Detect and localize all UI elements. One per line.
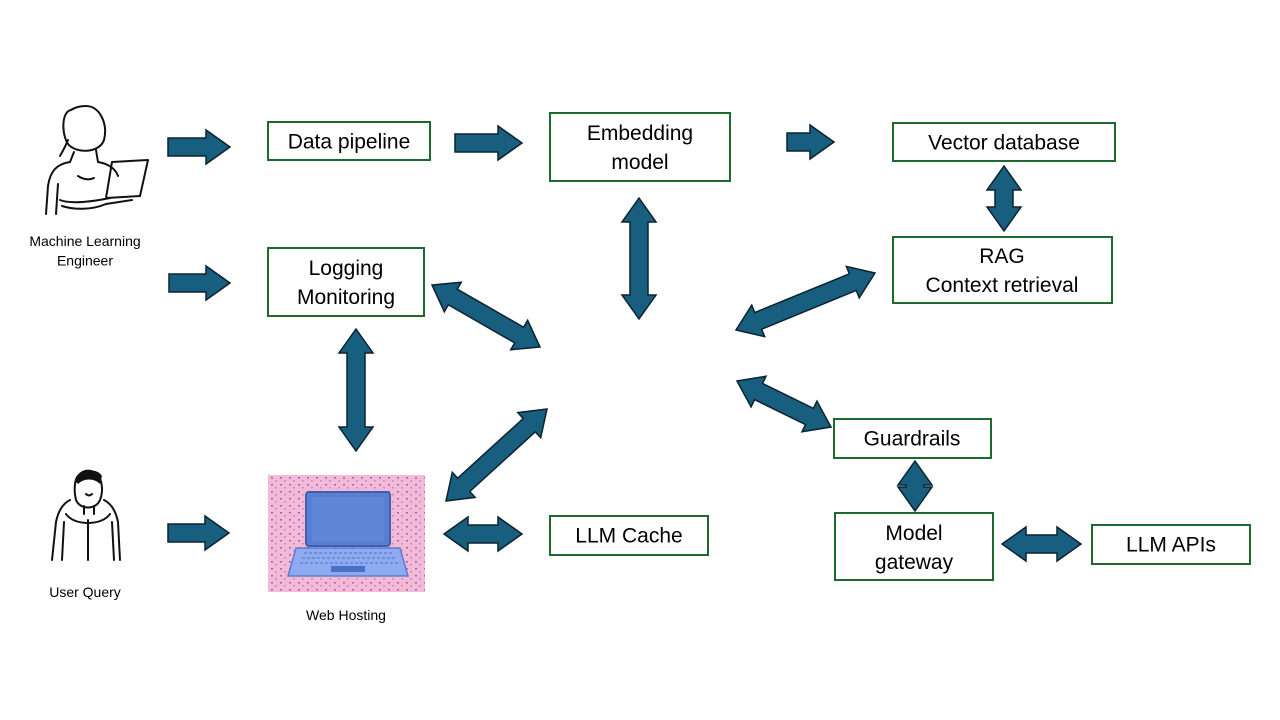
llm-cache-node: LLM Cache	[549, 515, 709, 556]
ml-engineer-icon	[45, 105, 149, 215]
arrow-rag-orchestration	[734, 265, 877, 338]
arrow-engineer-to-data-pipeline	[167, 128, 232, 166]
vector-database-label: Vector database	[928, 131, 1080, 154]
vector-database-node: Vector database	[892, 122, 1116, 162]
arrow-engineer-to-logging	[168, 264, 232, 302]
user-query-icon	[51, 469, 121, 561]
llm-apis-label: LLM APIs	[1126, 533, 1216, 556]
laptop-icon	[287, 491, 409, 577]
arrow-data-pipeline-to-embedding	[454, 124, 524, 162]
user-query-caption: User Query	[49, 584, 121, 600]
guardrails-label: Guardrails	[864, 427, 961, 450]
connector-arrows	[167, 123, 1083, 563]
arrow-guardrails-model-gateway	[896, 459, 934, 513]
web-hosting-node	[268, 475, 425, 592]
llm-apis-node: LLM APIs	[1091, 524, 1251, 565]
guardrails-node: Guardrails	[833, 418, 992, 459]
web-hosting-caption: Web Hosting	[306, 607, 386, 623]
arrow-orchestration-guardrails	[735, 375, 833, 433]
arrow-embedding-to-vector-db	[786, 123, 836, 161]
data-pipeline-label: Data pipeline	[288, 130, 411, 153]
data-pipeline-node: Data pipeline	[267, 121, 431, 161]
llm-cache-label: LLM Cache	[575, 524, 682, 547]
arrow-orchestration-web-hosting	[445, 408, 548, 502]
arrow-user-to-web-hosting	[167, 514, 231, 552]
arrow-logging-web-hosting	[337, 327, 375, 453]
arrow-web-hosting-llm-cache	[442, 515, 524, 553]
arrow-vector-db-rag	[985, 164, 1023, 233]
arrow-model-gateway-llm-apis	[1000, 525, 1083, 563]
arrow-logging-orchestration	[430, 281, 542, 351]
arrow-embedding-orchestration	[620, 196, 658, 321]
